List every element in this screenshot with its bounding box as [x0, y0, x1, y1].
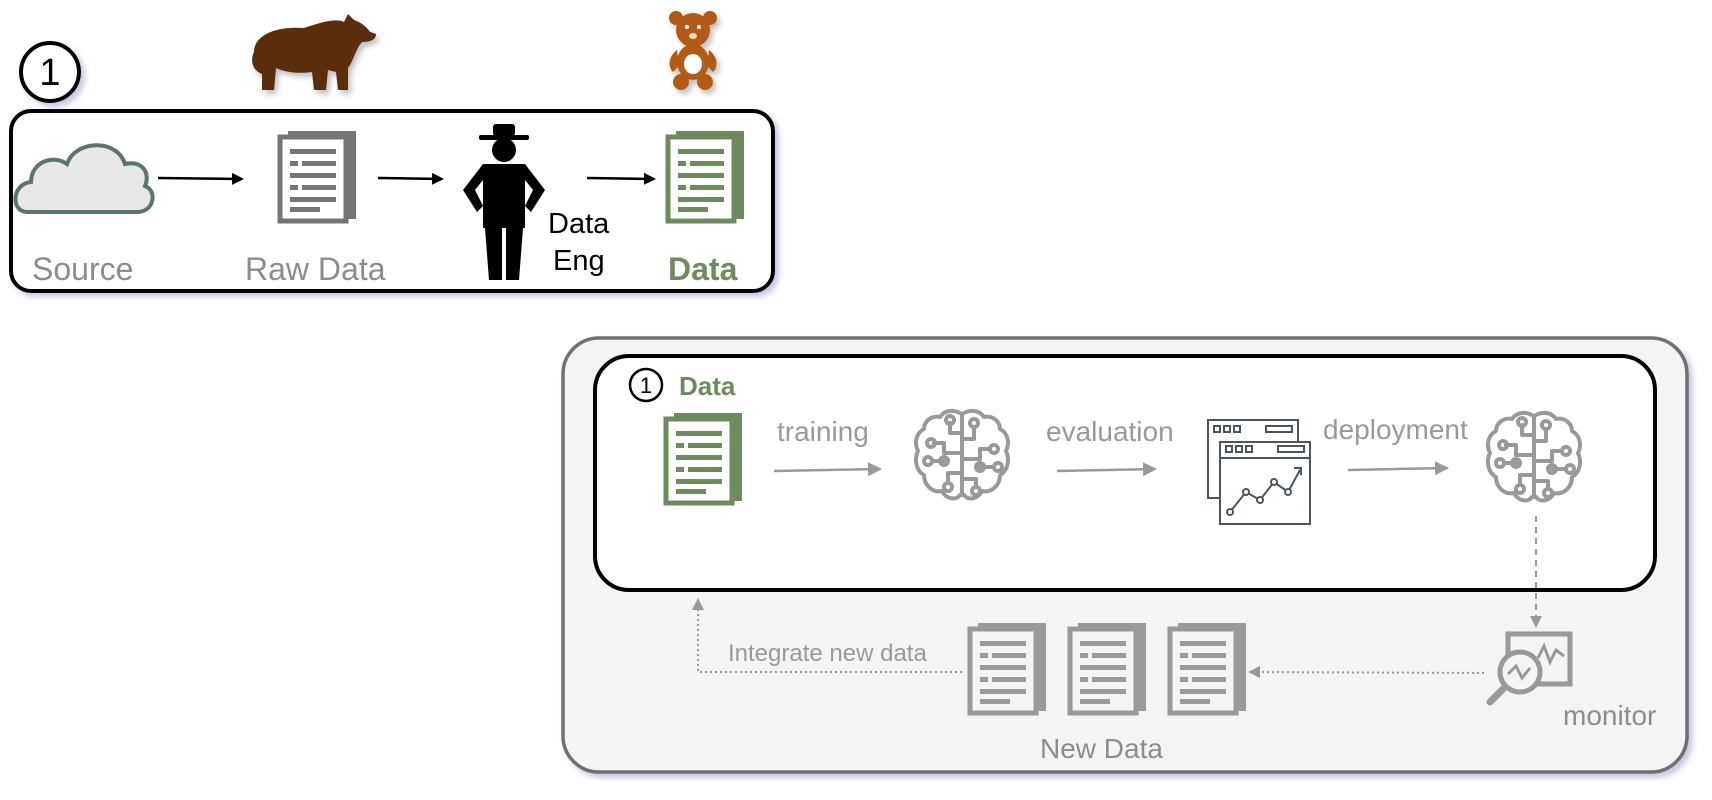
- dashboard-chart-icon: [1207, 419, 1311, 525]
- training-label: training: [777, 416, 869, 447]
- step-number: 1: [39, 52, 60, 94]
- monitor-label: monitor: [1563, 700, 1657, 731]
- deployment-label: deployment: [1323, 414, 1468, 445]
- arrow-monitor-to-newdata: [1248, 666, 1485, 679]
- arrow-source-to-raw: [157, 172, 244, 185]
- engineer-icon: [463, 124, 545, 280]
- arrow-training: [773, 462, 882, 477]
- step-badge: [19, 41, 81, 103]
- arrow-integrate-new-data: [692, 598, 962, 673]
- data-eng-label-line1: Data: [548, 208, 610, 240]
- integrate-new-data-label: Integrate new data: [728, 640, 927, 667]
- data-eng-label-line2: Eng: [553, 245, 605, 277]
- pipeline-inner-frame: [593, 354, 1657, 592]
- source-label: Source: [32, 251, 134, 287]
- raw-data-label: Raw Data: [245, 251, 386, 287]
- step-badge: [628, 367, 664, 403]
- data-label: Data: [668, 251, 738, 287]
- arrow-deployment: [1347, 461, 1449, 476]
- bear-icon: [252, 14, 376, 90]
- teddy-bear-icon: [669, 11, 717, 90]
- pipeline-panel: 1: [561, 336, 1689, 774]
- cloud-icon: [13, 143, 155, 214]
- top-panel: 1: [9, 41, 775, 293]
- pipeline-data-label: Data: [679, 371, 736, 401]
- step-number: 1: [640, 373, 652, 398]
- monitor-magnifier-icon: [1486, 631, 1573, 706]
- new-data-label: New Data: [1040, 733, 1163, 764]
- arrow-eng-to-data: [586, 172, 656, 185]
- evaluation-label: evaluation: [1046, 416, 1174, 447]
- top-panel-frame: [9, 109, 775, 293]
- arrow-evaluation: [1056, 462, 1157, 477]
- arrow-raw-to-eng: [377, 172, 444, 185]
